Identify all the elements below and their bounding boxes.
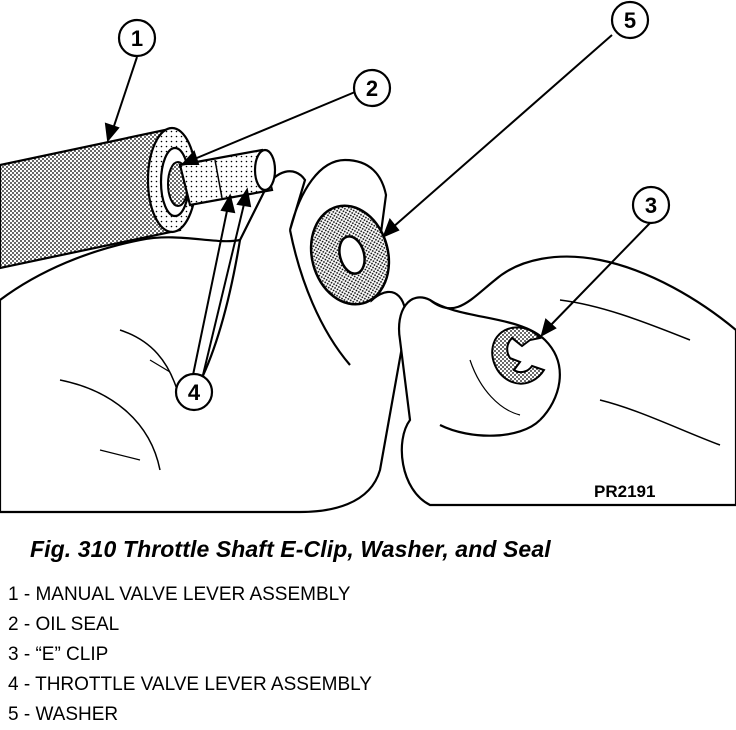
right-hand [397,255,736,507]
figure-reference-code: PR2191 [594,482,656,501]
legend-item-oil-seal: 2 - OIL SEAL [8,614,120,635]
leader-line-4b [202,199,246,376]
figure-caption: Fig. 310 Throttle Shaft E-Clip, Washer, … [30,536,551,562]
callout-2: 2 [352,68,392,108]
legend-item-manual-valve-lever-assembly: 1 - MANUAL VALVE LEVER ASSEMBLY [8,584,351,605]
leader-line-2 [191,91,356,161]
legend-item-washer: 5 - WASHER [8,704,119,725]
washer [309,204,391,306]
svg-text:1: 1 [131,26,143,51]
svg-text:5: 5 [624,8,636,33]
callout-4: 4 [174,372,214,412]
throttle-valve-lever-assembly [178,148,277,207]
callout-3: 3 [631,185,671,225]
svg-text:2: 2 [366,76,378,101]
leader-line-1 [111,56,138,133]
parts-legend: 1 - MANUAL VALVE LEVER ASSEMBLY 2 - OIL … [8,580,372,730]
callout-5: 5 [610,0,650,40]
leader-line-5 [391,34,613,229]
svg-text:3: 3 [645,193,657,218]
legend-item-throttle-valve-lever-assembly: 4 - THROTTLE VALVE LEVER ASSEMBLY [8,674,372,695]
callout-1: 1 [117,18,157,58]
svg-text:4: 4 [188,380,201,405]
leader-line-4a [192,205,229,376]
legend-item-e-clip: 3 - “E” CLIP [8,644,109,665]
leader-line-3 [547,222,651,329]
exploded-view-illustration: 1 2 3 4 5 [0,0,736,514]
e-clip [491,326,546,385]
leader-lines [104,34,651,376]
